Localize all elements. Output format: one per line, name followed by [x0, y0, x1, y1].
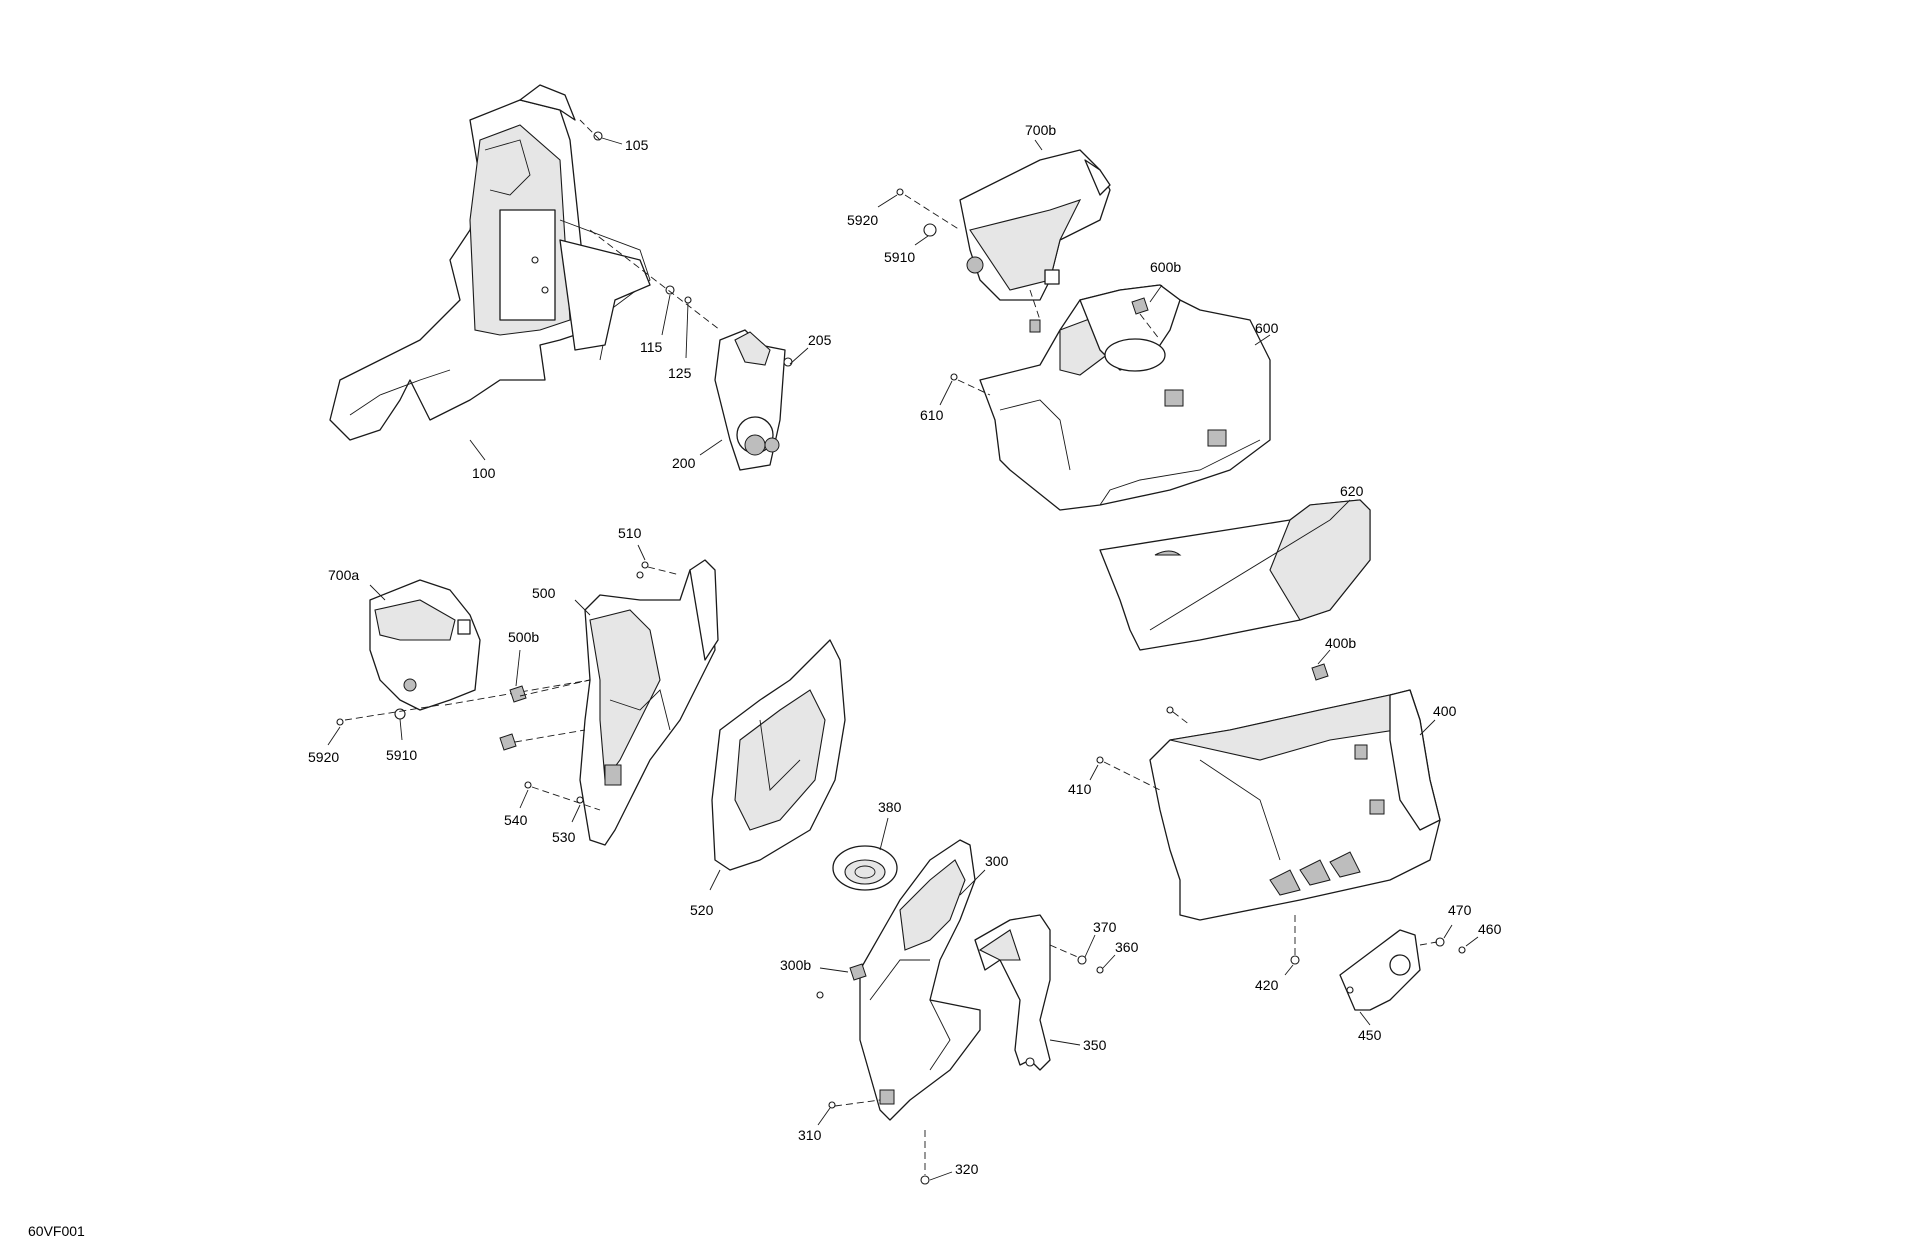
washer-5910-top — [923, 223, 937, 237]
assembly-line — [834, 1099, 881, 1107]
callout-5910-left: 5910 — [386, 747, 417, 763]
callout-500: 500 — [532, 585, 556, 601]
clip-400b — [1311, 663, 1329, 681]
part-500-side-panel — [579, 559, 719, 846]
callout-620: 620 — [1340, 483, 1364, 499]
drawing-code: 60VF001 — [28, 1223, 85, 1239]
assembly-line — [1029, 289, 1041, 321]
part-700b-cover — [959, 149, 1111, 301]
part-620-mat — [1099, 499, 1371, 651]
fastener-510 — [641, 561, 649, 569]
fastener-115 — [665, 285, 675, 295]
part-700a-cover — [369, 579, 481, 711]
fastener-320 — [920, 1175, 930, 1185]
callout-105: 105 — [625, 137, 649, 153]
part-100-frame-panel — [329, 84, 651, 441]
assembly-line — [1172, 711, 1191, 726]
fastener-370 — [1077, 955, 1087, 965]
callout-530: 530 — [552, 829, 576, 845]
fastener-470 — [1435, 937, 1445, 947]
callout-380: 380 — [878, 799, 902, 815]
fastener-105 — [593, 131, 603, 141]
clip-300b — [849, 963, 867, 981]
callout-300: 300 — [985, 853, 1009, 869]
callout-310: 310 — [798, 1127, 822, 1143]
callout-700b: 700b — [1025, 122, 1056, 138]
callout-470: 470 — [1448, 902, 1472, 918]
assembly-line — [514, 729, 586, 743]
part-300-center-panel — [859, 839, 981, 1121]
callout-205: 205 — [808, 332, 832, 348]
assembly-line — [444, 679, 591, 706]
callout-420: 420 — [1255, 977, 1279, 993]
fastener-310-upper — [816, 991, 824, 999]
callout-125: 125 — [668, 365, 692, 381]
fastener-360 — [1096, 966, 1104, 974]
callout-5920-top: 5920 — [847, 212, 878, 228]
assembly-line — [957, 379, 991, 396]
assembly-line — [589, 229, 721, 331]
clip-600b — [1131, 297, 1149, 315]
callout-200: 200 — [672, 455, 696, 471]
callout-450: 450 — [1358, 1027, 1382, 1043]
assembly-line — [1139, 313, 1161, 341]
fastener-125 — [684, 296, 692, 304]
part-200-connector-bracket — [714, 329, 793, 471]
callout-400b: 400b — [1325, 635, 1356, 651]
part-350-heat-shield — [974, 914, 1051, 1071]
callout-370: 370 — [1093, 919, 1117, 935]
part-520-insulation — [711, 639, 846, 871]
callout-300b: 300b — [780, 957, 811, 973]
clip-500b — [509, 685, 527, 703]
assembly-line — [1419, 941, 1438, 946]
callout-520: 520 — [690, 902, 714, 918]
assembly-line — [1049, 944, 1081, 959]
part-380-grommet — [832, 845, 898, 891]
callout-610: 610 — [920, 407, 944, 423]
callout-540: 540 — [504, 812, 528, 828]
assembly-line — [519, 679, 591, 697]
fastener-610 — [950, 373, 958, 381]
assembly-line — [531, 786, 601, 811]
callout-410: 410 — [1068, 781, 1092, 797]
callout-510: 510 — [618, 525, 642, 541]
fastener-410 — [1096, 756, 1104, 764]
callout-100: 100 — [472, 465, 496, 481]
assembly-line — [579, 119, 601, 141]
part-400-floor-panel — [1149, 689, 1441, 921]
fastener-540 — [524, 781, 532, 789]
callout-600: 600 — [1255, 320, 1279, 336]
callout-700a: 700a — [328, 567, 359, 583]
callout-115: 115 — [640, 339, 663, 355]
callout-5910-top: 5910 — [884, 249, 915, 265]
assembly-line — [344, 704, 441, 721]
part-450-plate — [1339, 929, 1421, 1011]
callout-360: 360 — [1115, 939, 1139, 955]
callout-460: 460 — [1478, 921, 1502, 937]
fastener-460 — [1458, 946, 1466, 954]
fastener-5920-top — [896, 188, 904, 196]
fastener-5920-left — [336, 718, 344, 726]
callout-350: 350 — [1083, 1037, 1107, 1053]
fastener-420 — [1290, 955, 1300, 965]
callout-320: 320 — [955, 1161, 979, 1177]
clip-500b-lower — [499, 733, 517, 751]
fastener-310 — [828, 1101, 836, 1109]
callout-5920-left: 5920 — [308, 749, 339, 765]
fastener-410-upper — [1166, 706, 1174, 714]
callout-600b: 600b — [1150, 259, 1181, 275]
part-600-console — [979, 284, 1271, 511]
assembly-line — [647, 566, 681, 576]
callout-500b: 500b — [508, 629, 539, 645]
callout-400: 400 — [1433, 703, 1457, 719]
